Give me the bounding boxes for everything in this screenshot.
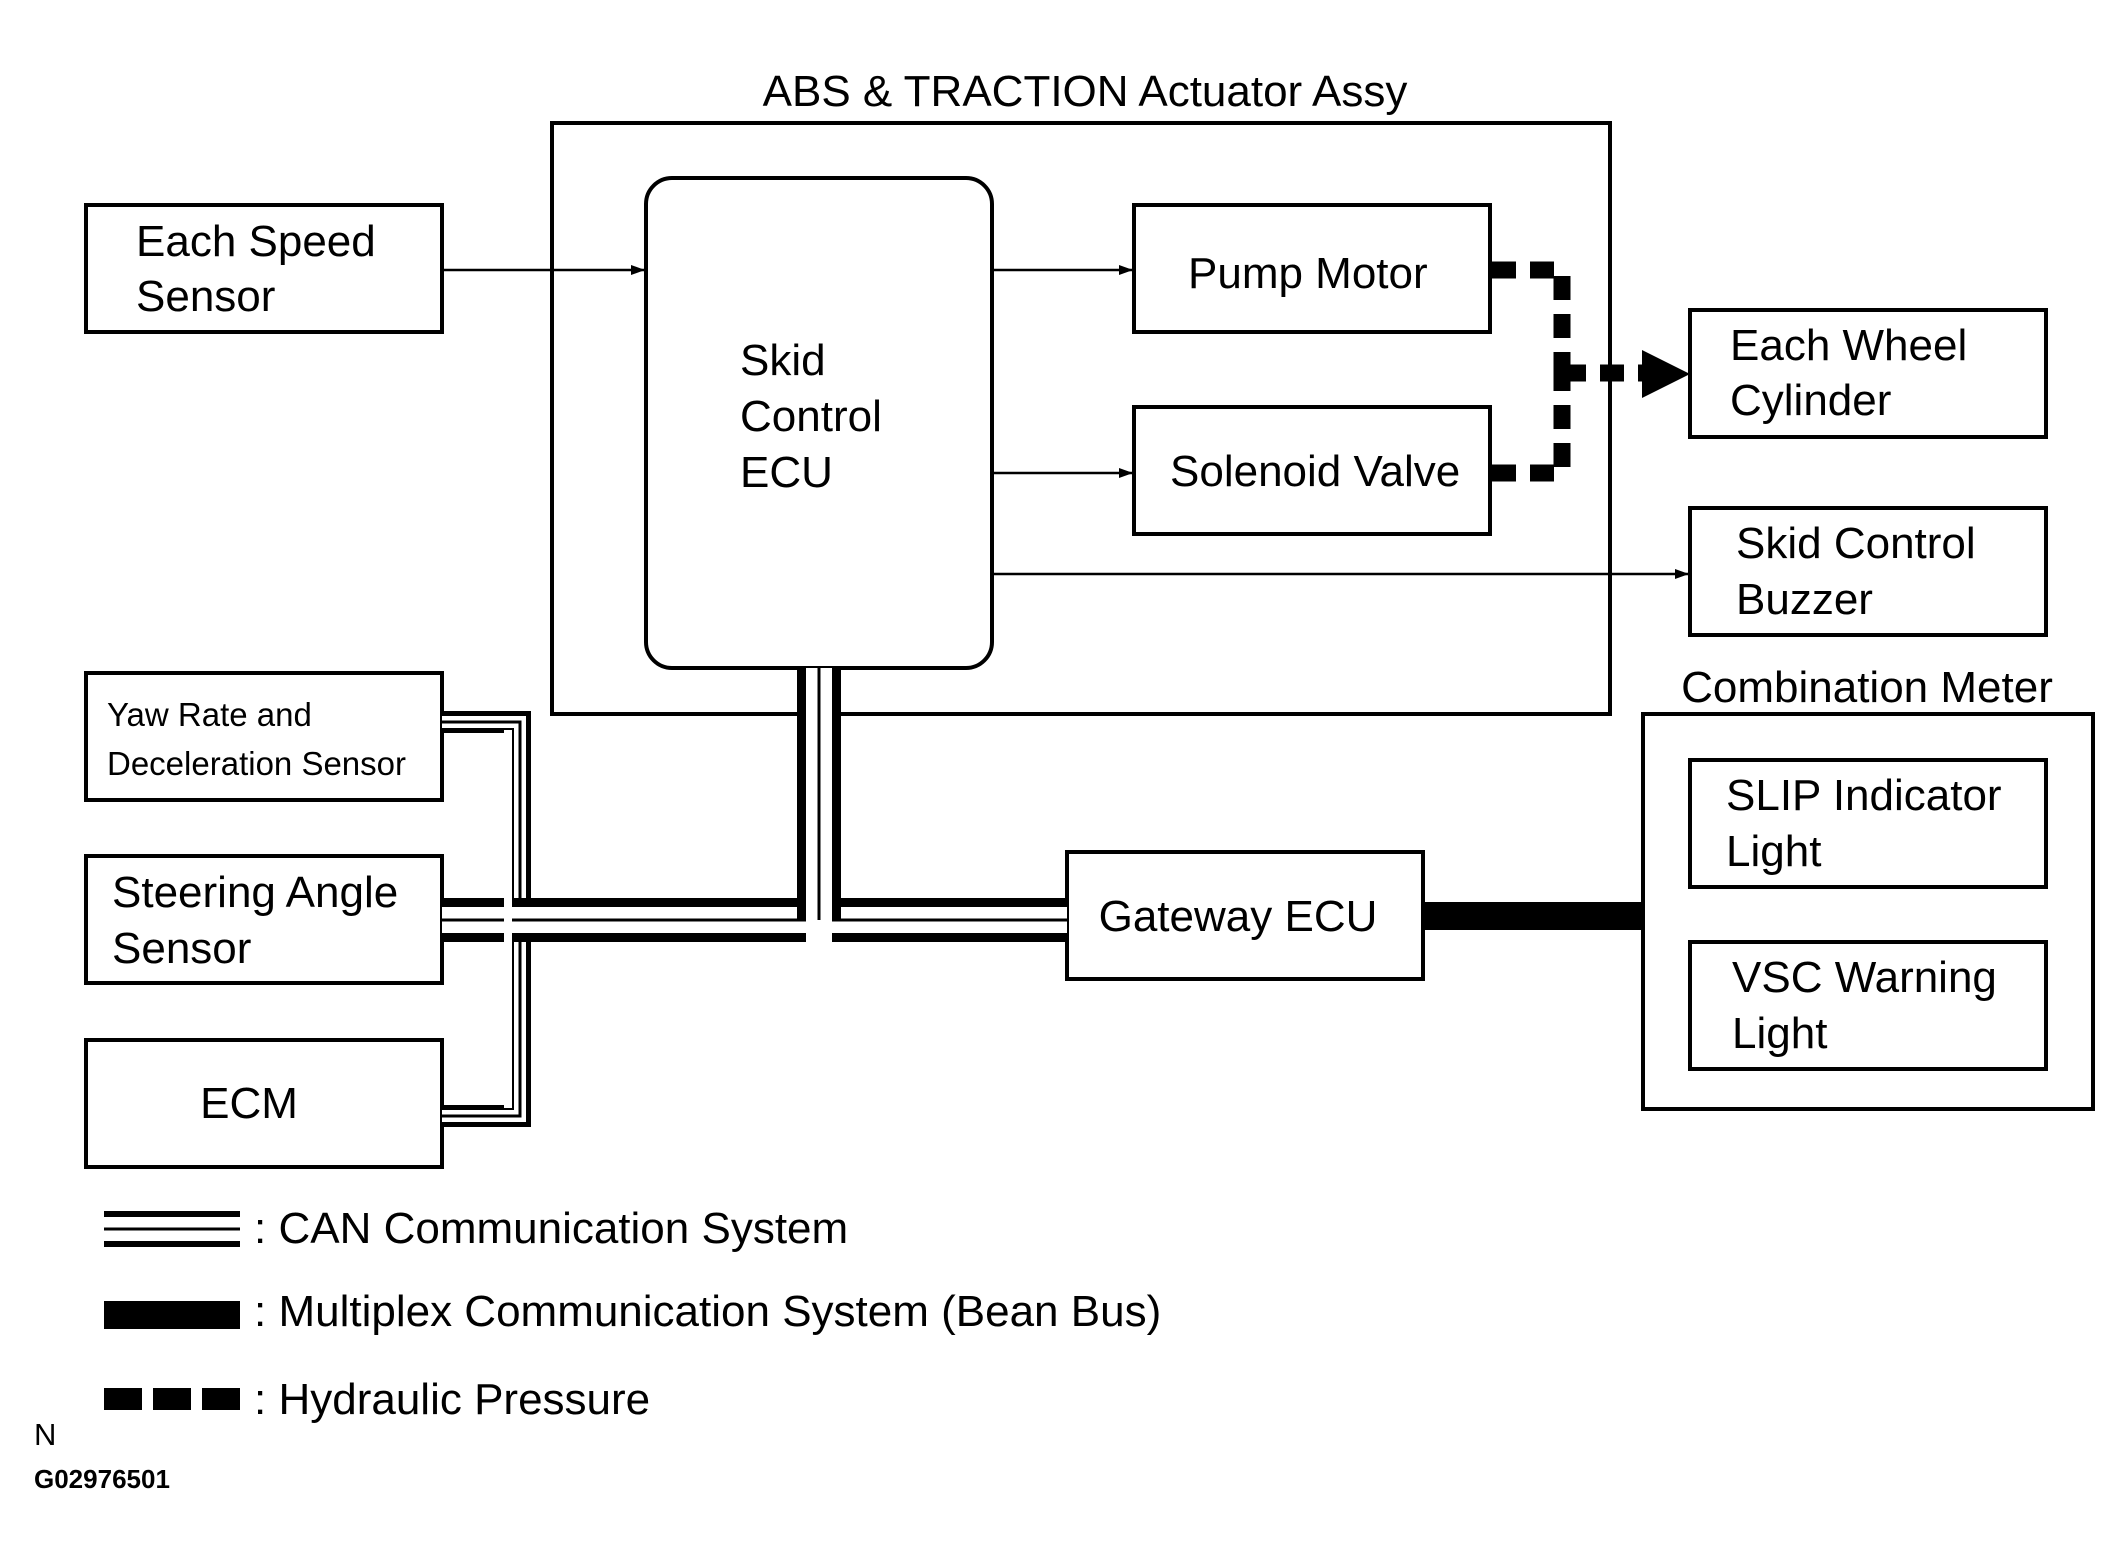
hydraulic-arrowhead <box>1642 350 1690 398</box>
actuator-assy-title: ABS & TRACTION Actuator Assy <box>763 67 1408 116</box>
yaw-sensor-line2: Deceleration Sensor <box>107 745 406 782</box>
yaw-rate-sensor: Yaw Rate and Deceleration Sensor <box>84 671 444 802</box>
figure-code: G02976501 <box>34 1464 170 1494</box>
speed-sensor-box <box>84 203 444 334</box>
ecm-box <box>84 1038 444 1169</box>
combination-meter: Combination Meter SLIP Indicator Light V… <box>1641 663 2095 1111</box>
steering-sensor-line1: Steering Angle <box>112 868 398 917</box>
vsc-light-line1: VSC Warning <box>1732 953 1997 1002</box>
can-bus <box>442 668 1067 1127</box>
signal-lines <box>444 265 1689 579</box>
legend-hydraulic-dash-3 <box>202 1388 240 1410</box>
pump-motor: Pump Motor <box>1132 203 1492 334</box>
actuator-assy-frame <box>550 121 1612 716</box>
wheel-cylinder-line1: Each Wheel <box>1730 321 1967 370</box>
vsc-light-box <box>1688 940 2048 1071</box>
bean-bus-line <box>1423 902 1643 930</box>
pump-motor-label: Pump Motor <box>1188 249 1428 298</box>
solenoid-hydraulic-line <box>1492 372 1571 482</box>
buzzer-line1: Skid Control <box>1736 519 1976 568</box>
ecm-label: ECM <box>200 1079 298 1128</box>
steering-sensor-line2: Sensor <box>112 924 251 973</box>
combination-meter-title: Combination Meter <box>1681 663 2053 712</box>
buzzer-line2: Buzzer <box>1736 575 1873 624</box>
gateway-ecu: Gateway ECU <box>1065 850 1425 981</box>
speed-sensor-line2: Sensor <box>136 272 275 321</box>
speed-sensor: Each Speed Sensor <box>84 203 444 334</box>
solenoid-valve-box <box>1132 405 1492 536</box>
solenoid-valve: Solenoid Valve <box>1132 405 1492 536</box>
speed-sensor-line1: Each Speed <box>136 217 376 266</box>
legend-can-label: : CAN Communication System <box>254 1204 848 1253</box>
legend-hydraulic-label: : Hydraulic Pressure <box>254 1375 650 1424</box>
legend-hydraulic-dash-2 <box>153 1388 191 1410</box>
legend: : CAN Communication System : Multiplex C… <box>104 1204 1161 1424</box>
wheel-cylinder: Each Wheel Cylinder <box>1688 308 2048 439</box>
legend-hydraulic-dash-1 <box>104 1388 142 1410</box>
slip-light-box <box>1688 758 2048 889</box>
hydraulic-lines <box>1492 261 1690 482</box>
yaw-sensor-line1: Yaw Rate and <box>107 696 312 733</box>
buzzer-box <box>1688 506 2048 637</box>
skid-control-buzzer: Skid Control Buzzer <box>1688 506 2048 637</box>
steering-angle-sensor: Steering Angle Sensor <box>84 854 444 985</box>
skid-ecu-label-line3: ECU <box>740 448 833 497</box>
actuator-assy-group: ABS & TRACTION Actuator Assy <box>550 67 1612 716</box>
skid-ecu-label-line1: Skid <box>740 336 826 385</box>
pump-hydraulic-line <box>1492 261 1571 372</box>
wheel-cylinder-box <box>1688 308 2048 439</box>
ecm: ECM <box>84 1038 444 1169</box>
skid-control-ecu: Skid Control ECU <box>644 176 994 670</box>
slip-light-line1: SLIP Indicator <box>1726 771 2002 820</box>
slip-light-line2: Light <box>1726 827 1821 876</box>
gateway-ecu-box <box>1065 850 1425 981</box>
yaw-sensor-box <box>84 671 444 802</box>
skid-ecu-label-line2: Control <box>740 392 882 441</box>
wheel-cylinder-line2: Cylinder <box>1730 376 1891 425</box>
gateway-ecu-label: Gateway ECU <box>1099 892 1378 941</box>
legend-multiplex-label: : Multiplex Communication System (Bean B… <box>254 1287 1161 1336</box>
footer-mark: N <box>34 1417 56 1452</box>
vsc-light-line2: Light <box>1732 1009 1827 1058</box>
pump-motor-box <box>1132 203 1492 334</box>
legend-multiplex-swatch <box>104 1301 240 1329</box>
solenoid-valve-label: Solenoid Valve <box>1170 447 1460 496</box>
